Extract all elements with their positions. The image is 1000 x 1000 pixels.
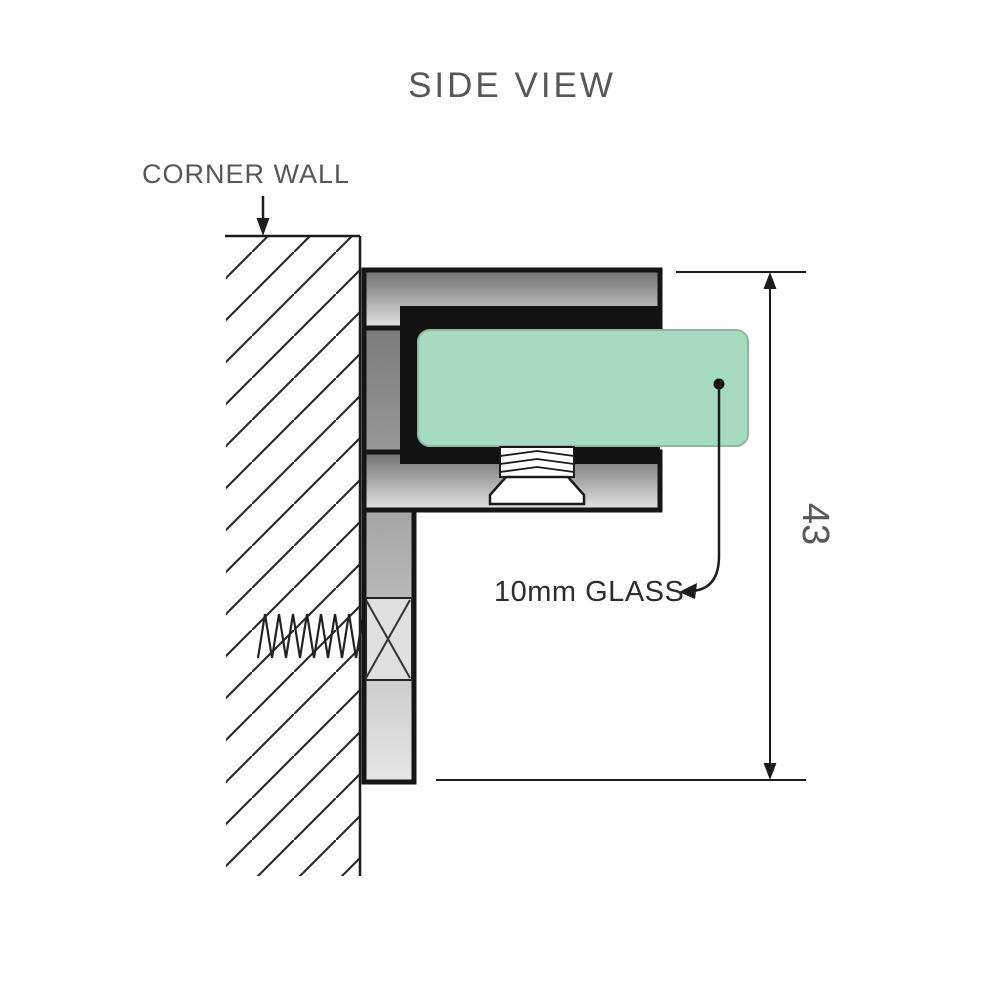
dimension-43: 43 bbox=[436, 271, 836, 781]
corner-wall-arrow-head bbox=[256, 218, 270, 236]
grub-screw-thread-line bbox=[499, 458, 575, 465]
wall-screw-thread bbox=[256, 613, 365, 659]
glass-panel bbox=[417, 329, 749, 447]
dimension-value: 43 bbox=[794, 503, 836, 545]
glass-leader-arrow bbox=[679, 583, 697, 599]
dimension-arrow-top bbox=[763, 272, 777, 289]
wall-screw-head-cross-line bbox=[365, 599, 411, 679]
grub-screw bbox=[488, 446, 586, 506]
wall-hatching bbox=[226, 236, 359, 876]
corner-wall-label: CORNER WALL bbox=[142, 159, 350, 189]
page-title: SIDE VIEW bbox=[408, 66, 616, 105]
dimension-arrow-bottom bbox=[763, 763, 777, 780]
wall-screw-head bbox=[365, 597, 413, 681]
glass-callout: 10mm GLASS bbox=[494, 378, 725, 608]
grub-screw-base bbox=[488, 475, 586, 506]
glass-leader-line bbox=[691, 384, 721, 593]
glass-label: 10mm GLASS bbox=[494, 576, 684, 608]
grub-screw-thread-line bbox=[499, 450, 575, 457]
grub-screw-thread-line bbox=[499, 466, 575, 473]
